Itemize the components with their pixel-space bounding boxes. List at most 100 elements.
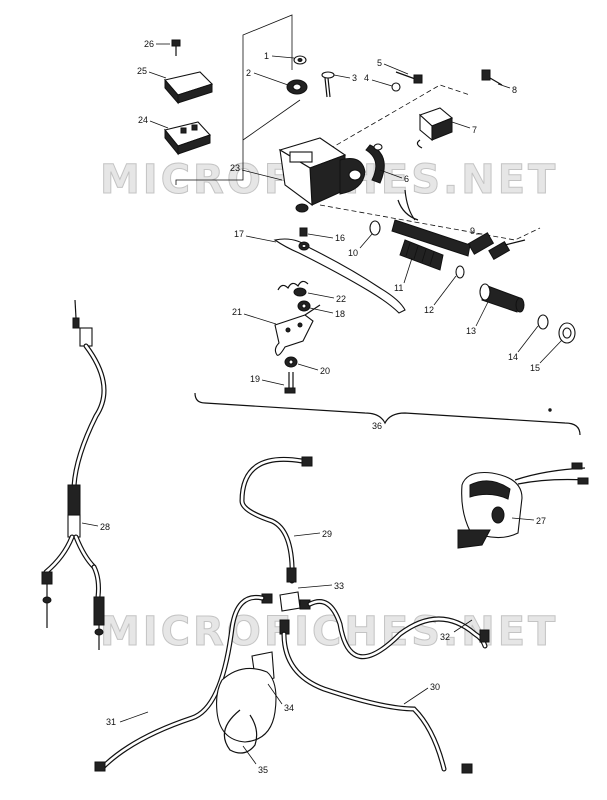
callout-33: 33 [297,581,344,591]
svg-text:18: 18 [335,309,345,319]
svg-text:8: 8 [512,85,517,95]
part-27-switch-housing [457,462,589,549]
part-3-bolt [321,71,335,98]
callout-13: 13 [466,301,489,336]
svg-text:13: 13 [466,326,476,336]
callout-3: 3 [333,73,357,83]
svg-text:4: 4 [364,73,369,83]
part-6-clamp [365,143,385,184]
svg-text:21: 21 [232,307,242,317]
callout-18: 18 [309,307,345,319]
part-1-nut [293,55,307,65]
svg-text:33: 33 [334,581,344,591]
callout-28: 28 [81,522,110,532]
part-12-washer [455,265,465,279]
svg-text:10: 10 [348,248,358,258]
callout-15: 15 [530,339,563,373]
part-34-guard [216,651,277,743]
svg-text:27: 27 [536,516,546,526]
svg-text:24: 24 [138,115,148,125]
svg-text:36: 36 [372,421,382,431]
svg-text:29: 29 [322,529,332,539]
svg-text:12: 12 [424,305,434,315]
callout-labels: 1 2 3 4 5 6 7 8 9 10 11 12 13 14 15 16 1… [81,39,563,775]
part-5-screw [395,71,423,84]
callout-12: 12 [424,275,457,315]
svg-text:20: 20 [320,366,330,376]
svg-text:22: 22 [336,294,346,304]
callout-1: 1 [264,51,295,61]
callout-27: 27 [511,516,546,526]
callout-35: 35 [242,745,268,775]
part-26-screw [171,39,181,56]
part-20-nut [284,356,298,368]
callout-30: 30 [403,682,440,705]
callout-31: 31 [106,711,149,727]
part-8-screw [481,69,503,86]
throttle-tube [391,219,471,257]
svg-text:16: 16 [335,233,345,243]
svg-text:5: 5 [377,58,382,68]
watermark-bottom: MICROFICHES.NET [100,609,558,655]
part-9-brake-switch [397,189,526,261]
svg-text:14: 14 [508,352,518,362]
part-7-switch [416,107,454,149]
callout-25: 25 [137,66,167,79]
callout-32: 32 [440,619,473,642]
svg-text:23: 23 [230,163,240,173]
callout-23: 23 [230,163,283,181]
part-25-reservoir-cover [163,71,214,105]
part-35-clip [223,709,258,754]
svg-text:26: 26 [144,39,154,49]
callout-8: 8 [497,83,517,95]
svg-text:7: 7 [472,125,477,135]
part-10-ring [369,220,381,236]
svg-text:28: 28 [100,522,110,532]
part-2-bushing [286,79,308,95]
svg-text:32: 32 [440,632,450,642]
callout-34: 34 [267,683,294,713]
part-28-throttle-cable [41,299,107,650]
callout-21: 21 [232,307,277,325]
callout-20: 20 [297,363,330,376]
svg-text:30: 30 [430,682,440,692]
part-19-bolt [284,372,296,394]
svg-text:25: 25 [137,66,147,76]
master-cylinder-assembly [163,14,581,436]
callout-9: 9 [470,226,482,236]
part-21-bracket [274,304,321,356]
part-23-master-cylinder [278,137,366,213]
callout-19: 19 [250,374,285,386]
callout-24: 24 [138,115,169,129]
part-14-washer [537,314,549,330]
callout-4: 4 [364,73,393,87]
callout-17: 17 [234,229,277,243]
callout-2: 2 [246,68,289,86]
svg-text:11: 11 [394,283,403,293]
svg-text:34: 34 [284,703,294,713]
svg-text:2: 2 [246,68,251,78]
part-22-spring [277,280,309,297]
part-4-washer [391,82,401,92]
svg-text:17: 17 [234,229,244,239]
brake-line-assembly [94,456,490,774]
callout-6: 6 [379,169,409,184]
svg-text:15: 15 [530,363,540,373]
part-11-grip [399,239,444,271]
svg-text:19: 19 [250,374,260,384]
svg-text:1: 1 [264,51,269,61]
svg-text:9: 9 [470,226,475,236]
callout-22: 22 [307,292,346,304]
part-13-throttle-sleeve [479,283,525,313]
part-24-diaphragm [164,121,211,156]
callout-11: 11 [394,257,413,293]
callout-26: 26 [144,39,170,49]
callout-16: 16 [307,233,345,243]
callout-7: 7 [451,121,477,135]
svg-text:6: 6 [404,174,409,184]
callout-29: 29 [293,529,332,539]
part-17-brake-lever [273,238,406,314]
svg-text:35: 35 [258,765,268,775]
callout-5: 5 [377,58,409,75]
